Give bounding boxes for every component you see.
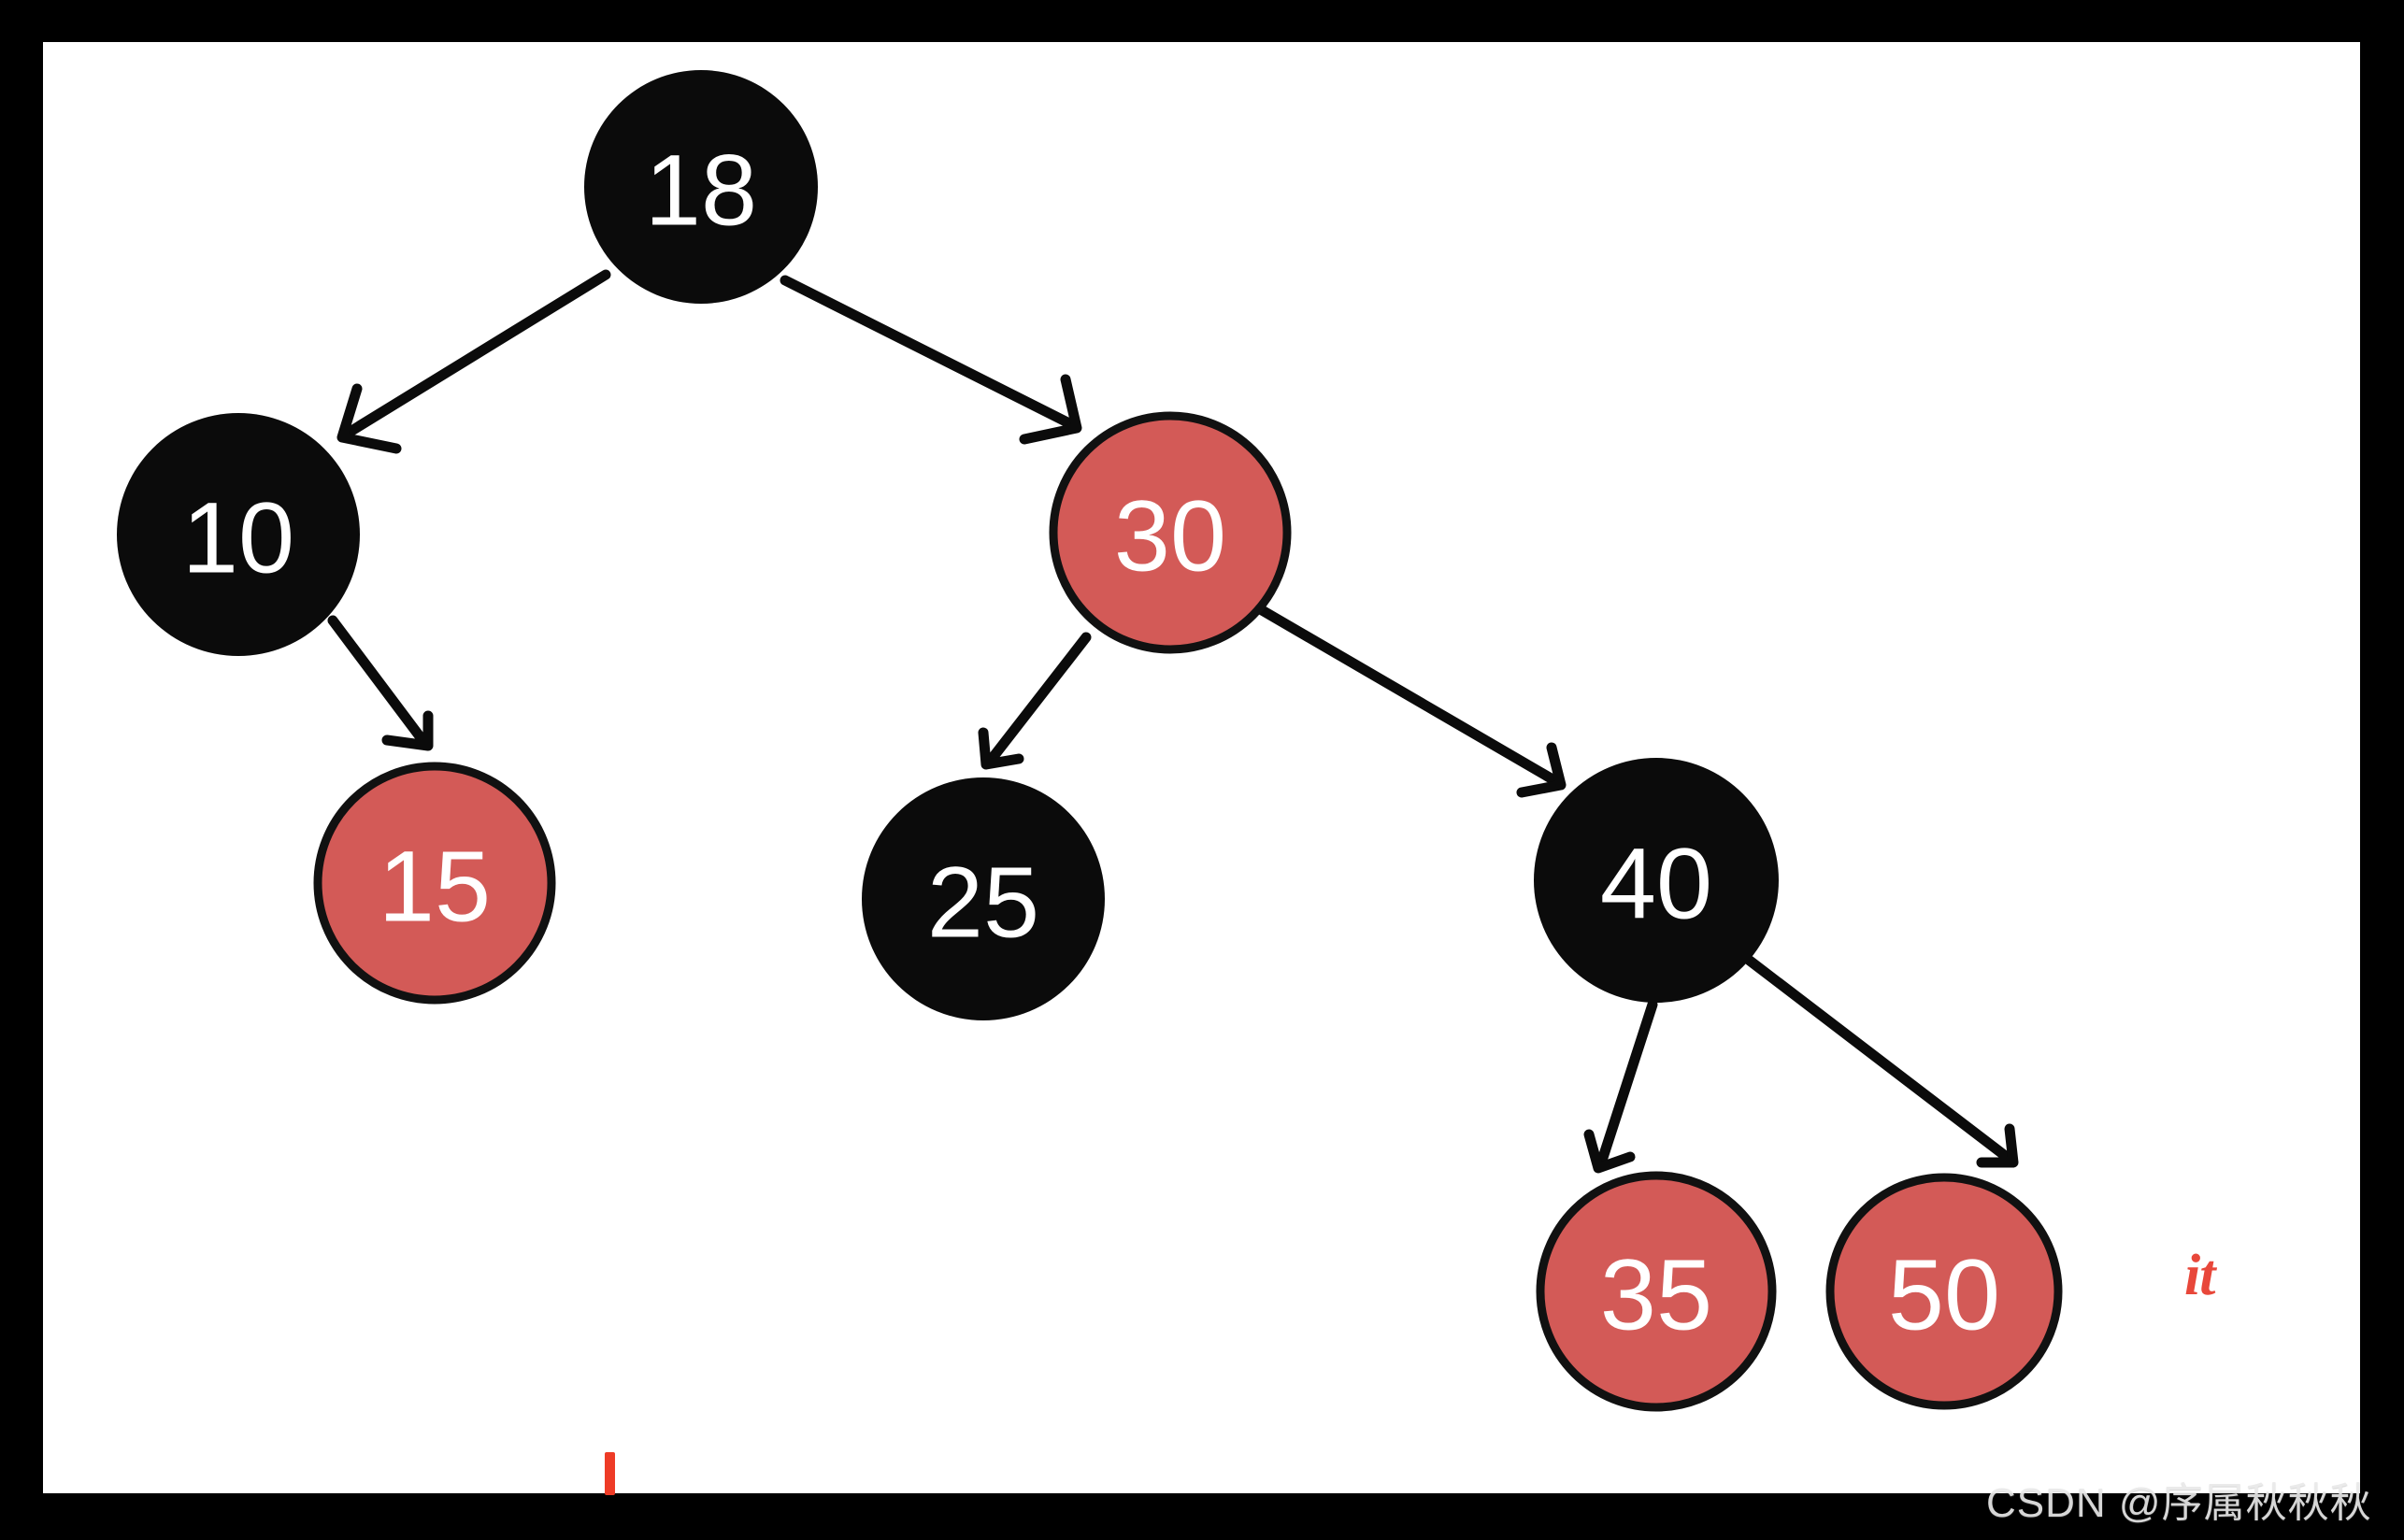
tree-node-label: 50 bbox=[1888, 1238, 2000, 1351]
edge-18-30 bbox=[780, 275, 1082, 445]
tree-node-label: 30 bbox=[1114, 479, 1226, 592]
cursor-caret-mark bbox=[605, 1452, 615, 1495]
edge-18-10 bbox=[336, 269, 611, 454]
tree-node-40[interactable]: 40 bbox=[1534, 758, 1779, 1003]
edge-40-35 bbox=[1583, 999, 1658, 1174]
tree-node-label: 18 bbox=[645, 134, 757, 247]
edge-30-40 bbox=[1252, 602, 1567, 798]
tree-node-30[interactable]: 30 bbox=[1049, 411, 1292, 654]
tree-node-25[interactable]: 25 bbox=[862, 777, 1105, 1020]
edge-40-50 bbox=[1744, 955, 2019, 1168]
tree-node-18[interactable]: 18 bbox=[584, 70, 818, 304]
tree-node-label: 35 bbox=[1600, 1238, 1712, 1351]
edge-30-25 bbox=[978, 632, 1092, 770]
edge-10-15 bbox=[327, 615, 434, 751]
tree-node-label: 10 bbox=[182, 481, 294, 594]
tree-node-50[interactable]: 50 bbox=[1825, 1173, 2063, 1410]
csdn-watermark: CSDN @序属秋秋秋 bbox=[1986, 1480, 2372, 1526]
annotation-it-label: it bbox=[2184, 1244, 2215, 1307]
tree-node-label: 40 bbox=[1600, 827, 1712, 940]
tree-node-10[interactable]: 10 bbox=[117, 413, 360, 656]
tree-node-15[interactable]: 15 bbox=[313, 762, 556, 1005]
tree-node-label: 25 bbox=[927, 846, 1039, 959]
tree-node-35[interactable]: 35 bbox=[1536, 1171, 1777, 1412]
tree-node-label: 15 bbox=[379, 830, 491, 943]
